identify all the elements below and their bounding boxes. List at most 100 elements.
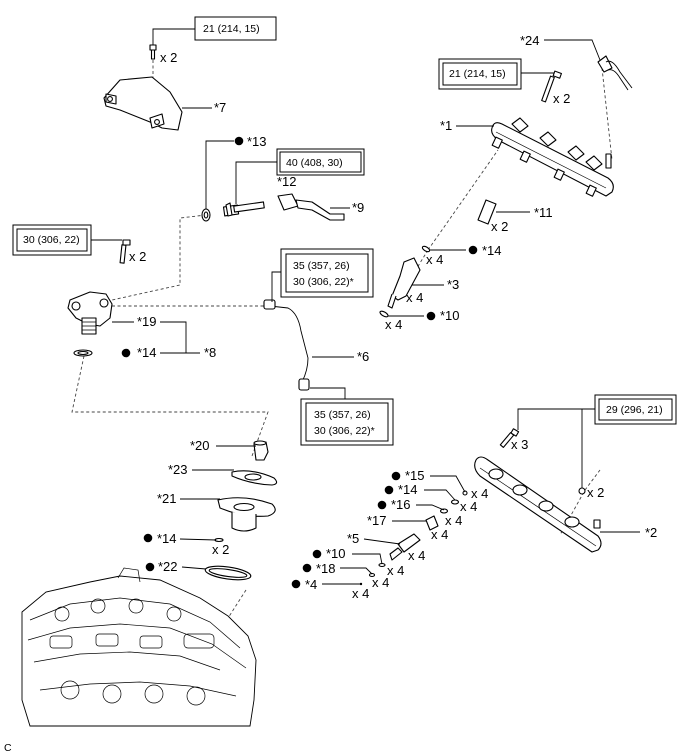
dot-14d [384,485,394,495]
dot-13 [234,136,244,146]
label-6: *6 [357,349,369,364]
dot-22 [145,562,155,572]
qty-bolt19: x 2 [129,249,146,264]
qty-bolt1: x 2 [553,91,570,106]
bush-20 [253,440,269,461]
qty-10a: x 4 [385,317,402,332]
label-24: *24 [520,33,540,48]
torque-box-35a: 35 (357, 26) 30 (306, 22)* [280,248,374,298]
label-14b: *14 [137,345,157,360]
pipe-24 [597,55,633,91]
fuel-pipe-6 [263,299,314,391]
label-14d: *14 [398,482,418,497]
torque-box-30: 30 (306, 22) [12,224,92,256]
label-3: *3 [447,277,459,292]
leader-lines [90,28,640,585]
qty-5: x 4 [408,548,425,563]
dot-16 [377,500,387,510]
qty-17: x 4 [431,527,448,542]
qty-14c: x 2 [212,542,229,557]
dot-14c [143,533,153,543]
label-1: *1 [440,118,452,133]
dot-15 [391,471,401,481]
label-8: *8 [204,345,216,360]
bolt-2 [499,428,520,448]
torque-value: 21 (214, 15) [203,23,260,35]
label-12: *12 [277,174,297,189]
qty-14a: x 4 [426,252,443,267]
torque-value: 30 (306, 22) [23,234,80,246]
o-ring-14-injector [421,245,431,253]
dot-14a [468,245,478,255]
label-14a: *14 [482,243,502,258]
label-14c: *14 [157,531,177,546]
qty-16: x 4 [445,513,462,528]
label-16: *16 [391,497,411,512]
ring-10 [379,310,389,318]
qty-3: x 4 [406,290,423,305]
label-13: *13 [247,134,267,149]
torque-value: 35 (357, 26) [293,260,350,272]
torque-box-21b: 21 (214, 15) [438,58,522,90]
fuel-delivery-pipe-1 [491,117,614,197]
qty-bolt2: x 3 [511,437,528,452]
qty-4: x 4 [352,586,369,601]
dot-4 [291,579,301,589]
dot-14b [121,348,131,358]
pump-lifter-housing-21 [217,497,276,532]
qty-15: x 4 [471,486,488,501]
torque-value: 40 (408, 30) [286,157,343,169]
fuel-pressure-sensor-12 [222,201,265,217]
label-17: *17 [367,513,387,528]
non-reusable-marks [121,136,478,589]
dot-10a [426,311,436,321]
label-10a: *10 [440,308,460,323]
torque-value: 30 (306, 22)* [293,276,354,288]
label-20: *20 [190,438,210,453]
qty-bolt7: x 2 [160,50,177,65]
label-19: *19 [137,314,157,329]
fuel-pump-19 [67,291,113,335]
torque-value: 35 (357, 26) [314,409,371,421]
label-22: *22 [158,559,178,574]
torque-box-40: 40 (408, 30) [276,148,365,176]
torque-box-21a: 21 (214, 15) [194,16,277,41]
label-23: *23 [168,462,188,477]
label-4: *4 [305,577,317,592]
o-ring-22 [204,565,252,581]
torque-value: 21 (214, 15) [449,68,506,80]
label-18: *18 [316,561,336,576]
o-ring-14-pump [73,349,93,357]
bolt-2b [578,487,586,495]
label-11: *11 [534,205,553,220]
heat-insulator-7 [103,76,183,131]
spacer-11 [477,199,497,225]
bolt-1 [541,70,562,103]
label-7: *7 [214,100,226,115]
bolt-7 [149,44,157,60]
part-labels: *7 *13 *12 *9 *19 *14 *8 *6 *20 *23 *21 … [137,33,657,592]
torque-value: 30 (306, 22)* [314,425,375,437]
bolt-19 [119,239,131,264]
injector-3 [387,257,421,309]
torque-value: 29 (296, 21) [606,404,663,416]
qty-11: x 2 [491,219,508,234]
qty-10b: x 4 [387,563,404,578]
connector-9 [277,193,345,221]
corner-mark: C [4,742,12,754]
dot-18 [302,563,312,573]
qty-2: x 2 [587,485,604,500]
dot-10b [312,549,322,559]
torque-box-35b: 35 (357, 26) 30 (306, 22)* [300,398,394,446]
label-9: *9 [352,200,364,215]
injector-parts-2 [359,490,468,586]
torque-box-29: 29 (296, 21) [594,394,677,425]
label-5: *5 [347,531,359,546]
quantity-labels: x 2 x 2 x 2 x 4 x 4 x 4 x 2 x 2 x 3 x 2 … [129,50,604,601]
qty-14d: x 4 [460,499,477,514]
fuel-delivery-pipe-2 [474,456,602,553]
label-15: *15 [405,468,425,483]
engine-block-illustration [21,567,257,727]
gasket-23 [231,470,278,486]
